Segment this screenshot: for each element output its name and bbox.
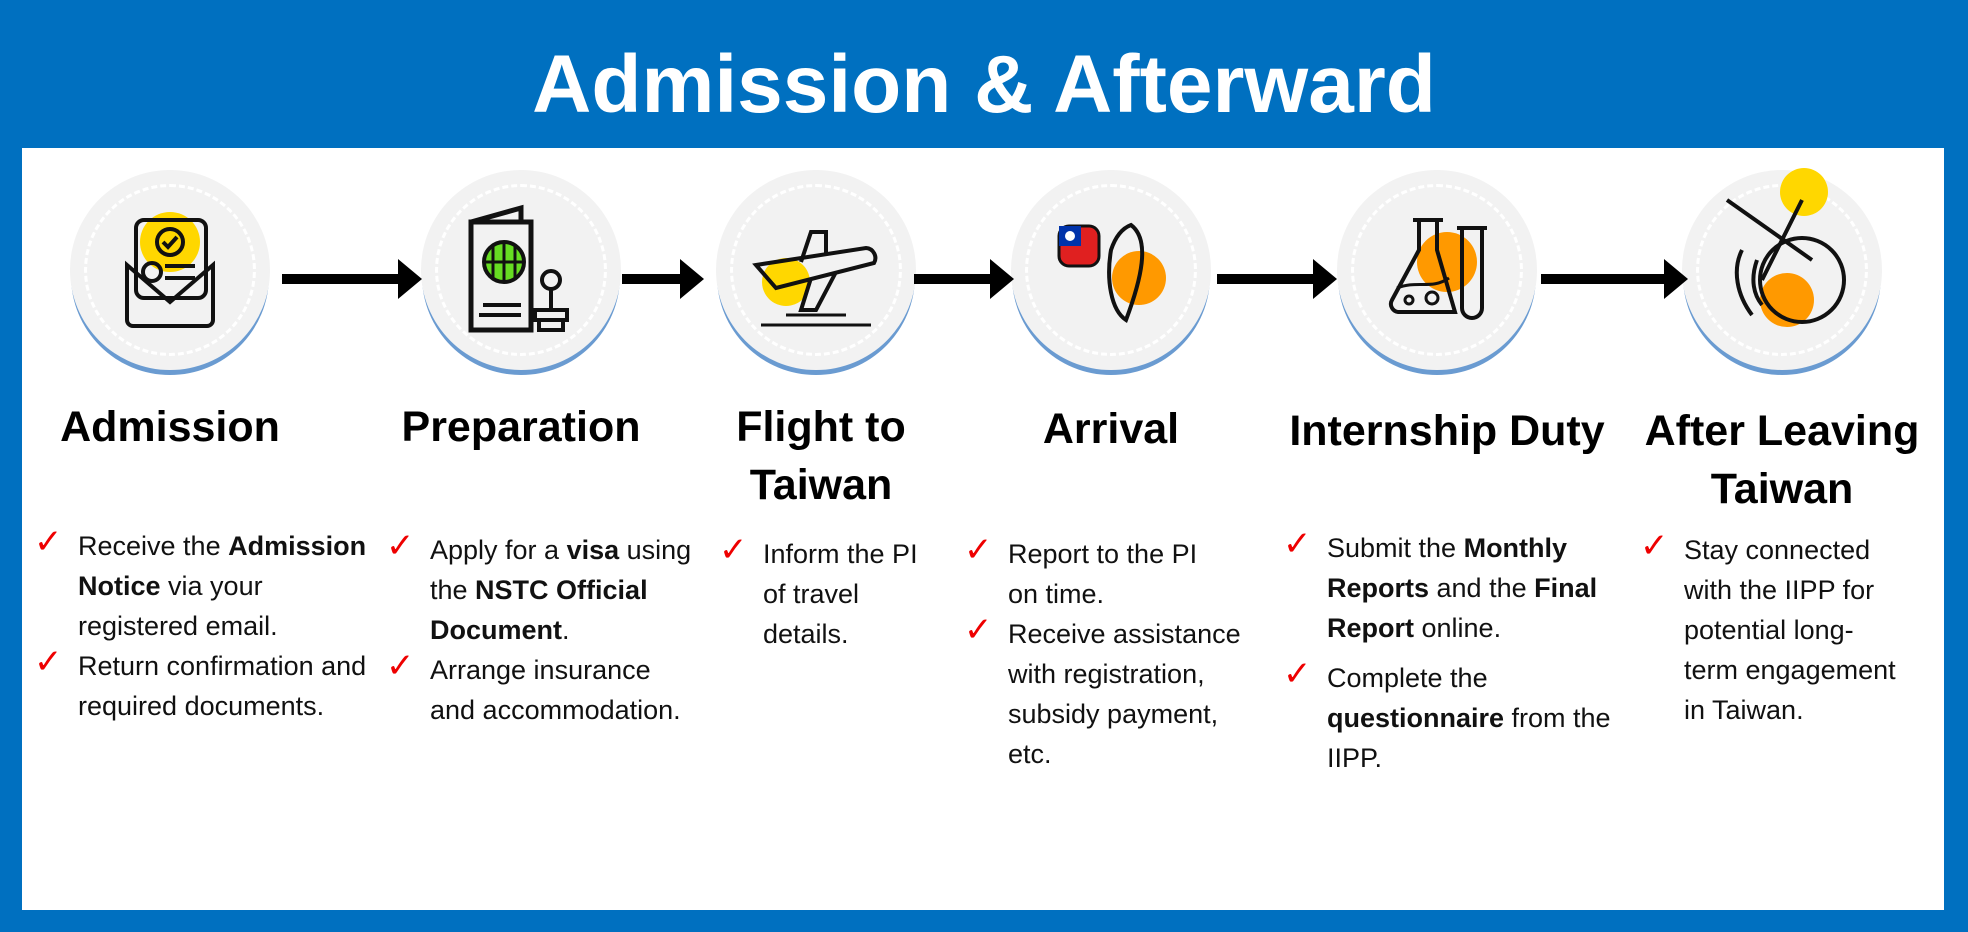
checkmark-icon: ✓	[386, 527, 415, 565]
checkmark-icon: ✓	[719, 531, 748, 569]
task-item: ✓Report to the PI on time.	[964, 531, 1198, 609]
admission-tasks: ✓Receive the Admission Notice via your r…	[34, 523, 388, 726]
lab-flask-icon	[1388, 218, 1487, 320]
step-icon-arrival	[1011, 170, 1211, 370]
task-item: ✓Receive the Admission Notice via your r…	[34, 523, 367, 641]
step-heading-internship: Internship Duty	[1289, 407, 1605, 455]
step-icon-internship	[1337, 170, 1537, 370]
arrival-tasks: ✓Report to the PI on time. ✓Receive assi…	[964, 531, 1268, 774]
flow-arrow-1	[282, 259, 422, 299]
checkmark-icon: ✓	[34, 643, 63, 681]
checkmark-icon: ✓	[386, 647, 415, 685]
step-heading-arrival: Arrival	[1042, 405, 1180, 453]
task-item: ✓Submit the Monthly Reports and the Fina…	[1283, 525, 1598, 643]
step-icon-admission	[70, 170, 270, 370]
step-icon-flight	[716, 170, 916, 370]
task-item: ✓Stay connected with the IIPP for potent…	[1640, 527, 1896, 725]
checkmark-icon: ✓	[1640, 527, 1669, 565]
step-icon-after	[1682, 168, 1882, 370]
task-item: ✓Return confirmation and required docume…	[34, 643, 367, 721]
task-item: ✓Inform the PI of travel details.	[719, 531, 918, 649]
task-item: ✓Apply for a visa using the NSTC Officia…	[386, 527, 692, 645]
flow-arrow-3	[914, 259, 1014, 299]
flow-arrow-2	[622, 259, 704, 299]
flow-arrow-5	[1541, 259, 1688, 299]
step-heading-preparation: Preparation	[401, 403, 641, 451]
preparation-tasks: ✓Apply for a visa using the NSTC Officia…	[386, 527, 700, 730]
step-heading-admission: Admission	[60, 403, 280, 451]
passport-icon	[468, 204, 569, 333]
flight-tasks: ✓Inform the PI of travel details.	[719, 531, 923, 654]
airplane-icon	[752, 230, 878, 327]
globe-plane-icon	[1725, 168, 1846, 327]
checkmark-icon: ✓	[34, 523, 63, 561]
task-item: ✓Arrange insurance and accommodation.	[386, 647, 681, 725]
task-item: ✓Receive assistance with registration, s…	[964, 611, 1241, 769]
checkmark-icon: ✓	[964, 531, 993, 569]
taiwan-map-icon	[1057, 222, 1166, 324]
page-title: Admission & Afterward	[532, 39, 1436, 130]
step-icon-preparation	[421, 170, 621, 370]
checkmark-icon: ✓	[1283, 655, 1312, 693]
step-heading-after: After Leaving Taiwan	[1644, 407, 1920, 513]
checkmark-icon: ✓	[964, 611, 993, 649]
envelope-icon	[125, 212, 215, 328]
task-item: ✓Complete the questionnaire from the IIP…	[1283, 655, 1611, 773]
flow-arrow-4	[1217, 259, 1337, 299]
checkmark-icon: ✓	[1283, 525, 1312, 563]
after-tasks: ✓Stay connected with the IIPP for potent…	[1640, 527, 1904, 730]
step-heading-flight: Flight to Taiwan	[736, 403, 906, 509]
internship-tasks: ✓Submit the Monthly Reports and the Fina…	[1283, 525, 1617, 778]
